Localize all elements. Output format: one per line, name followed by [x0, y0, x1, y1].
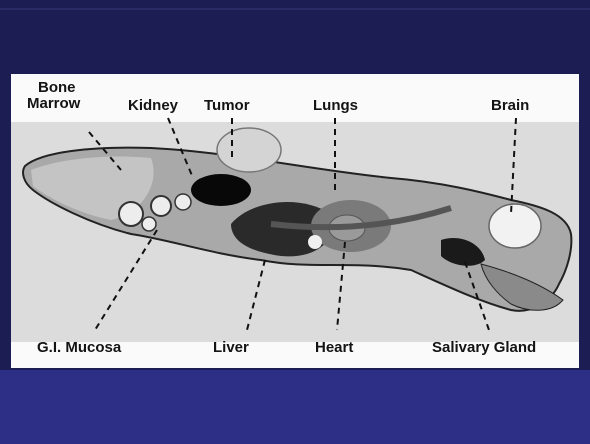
cavity-spot: [308, 235, 322, 249]
label-tumor: Tumor: [204, 98, 250, 114]
header-band: [0, 0, 590, 74]
label-gi-mucosa: G.I. Mucosa: [37, 340, 121, 356]
header-rule: [0, 8, 590, 10]
intestine-loop: [151, 196, 171, 216]
autoradiograph-panel: Bone Marrow Kidney Tumor Lungs Brain G.I…: [11, 74, 579, 368]
intestine-loop: [119, 202, 143, 226]
footer-band: [0, 370, 590, 444]
tumor-mass: [217, 128, 281, 172]
intestine-loop: [142, 217, 156, 231]
brain-organ: [489, 204, 541, 248]
specimen-section-image: [11, 74, 579, 368]
kidney-organ: [191, 174, 251, 206]
label-salivary-gland: Salivary Gland: [432, 340, 536, 356]
label-bone: Bone: [38, 80, 76, 96]
label-heart: Heart: [315, 340, 353, 356]
label-liver: Liver: [213, 340, 249, 356]
label-marrow: Marrow: [27, 96, 80, 112]
intestine-loop: [175, 194, 191, 210]
label-kidney: Kidney: [128, 98, 178, 114]
label-brain: Brain: [491, 98, 529, 114]
label-lungs: Lungs: [313, 98, 358, 114]
